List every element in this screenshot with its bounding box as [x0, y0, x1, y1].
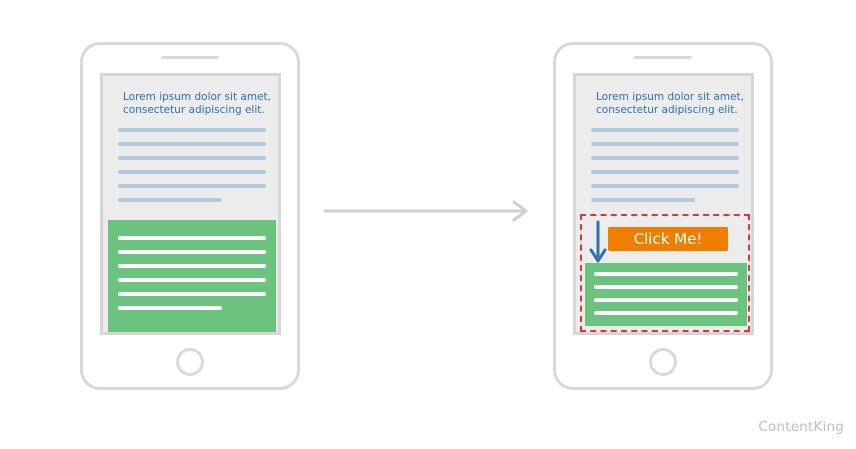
content-line [594, 298, 738, 302]
click-me-button[interactable]: Click Me! [608, 227, 728, 251]
phone-screen: Lorem ipsum dolor sit amet, consectetur … [573, 73, 754, 335]
text-line [118, 170, 266, 174]
text-lines [591, 128, 741, 212]
text-line [118, 128, 266, 132]
content-line [118, 236, 266, 240]
text-line [591, 156, 739, 160]
content-line [118, 306, 222, 310]
text-line [591, 184, 739, 188]
text-line [118, 156, 266, 160]
phone-before: Lorem ipsum dolor sit amet, consectetur … [80, 42, 300, 390]
text-lines [118, 128, 268, 212]
phone-speaker [634, 56, 692, 59]
transition-arrow-icon [323, 200, 528, 222]
text-line [591, 128, 739, 132]
content-line [118, 292, 266, 296]
layout-shift-outline [580, 214, 750, 332]
content-block [108, 220, 276, 332]
home-button [649, 348, 677, 376]
text-line [591, 142, 739, 146]
text-line [118, 198, 222, 202]
phone-speaker [161, 56, 219, 59]
content-block [585, 263, 747, 326]
content-line [118, 278, 266, 282]
home-button [176, 348, 204, 376]
text-line [591, 198, 695, 202]
content-line [118, 250, 266, 254]
brand-logo: ContentKing [758, 419, 844, 435]
content-line [594, 272, 738, 276]
content-line [594, 311, 738, 315]
shift-down-arrow-icon [589, 220, 607, 263]
intro-text: Lorem ipsum dolor sit amet, consectetur … [596, 91, 744, 116]
phone-screen: Lorem ipsum dolor sit amet, consectetur … [100, 73, 281, 335]
phone-after: Lorem ipsum dolor sit amet, consectetur … [553, 42, 773, 390]
intro-text: Lorem ipsum dolor sit amet, consectetur … [123, 91, 271, 116]
text-line [118, 142, 266, 146]
content-line [594, 285, 738, 289]
text-line [591, 170, 739, 174]
content-line [118, 264, 266, 268]
text-line [118, 184, 266, 188]
